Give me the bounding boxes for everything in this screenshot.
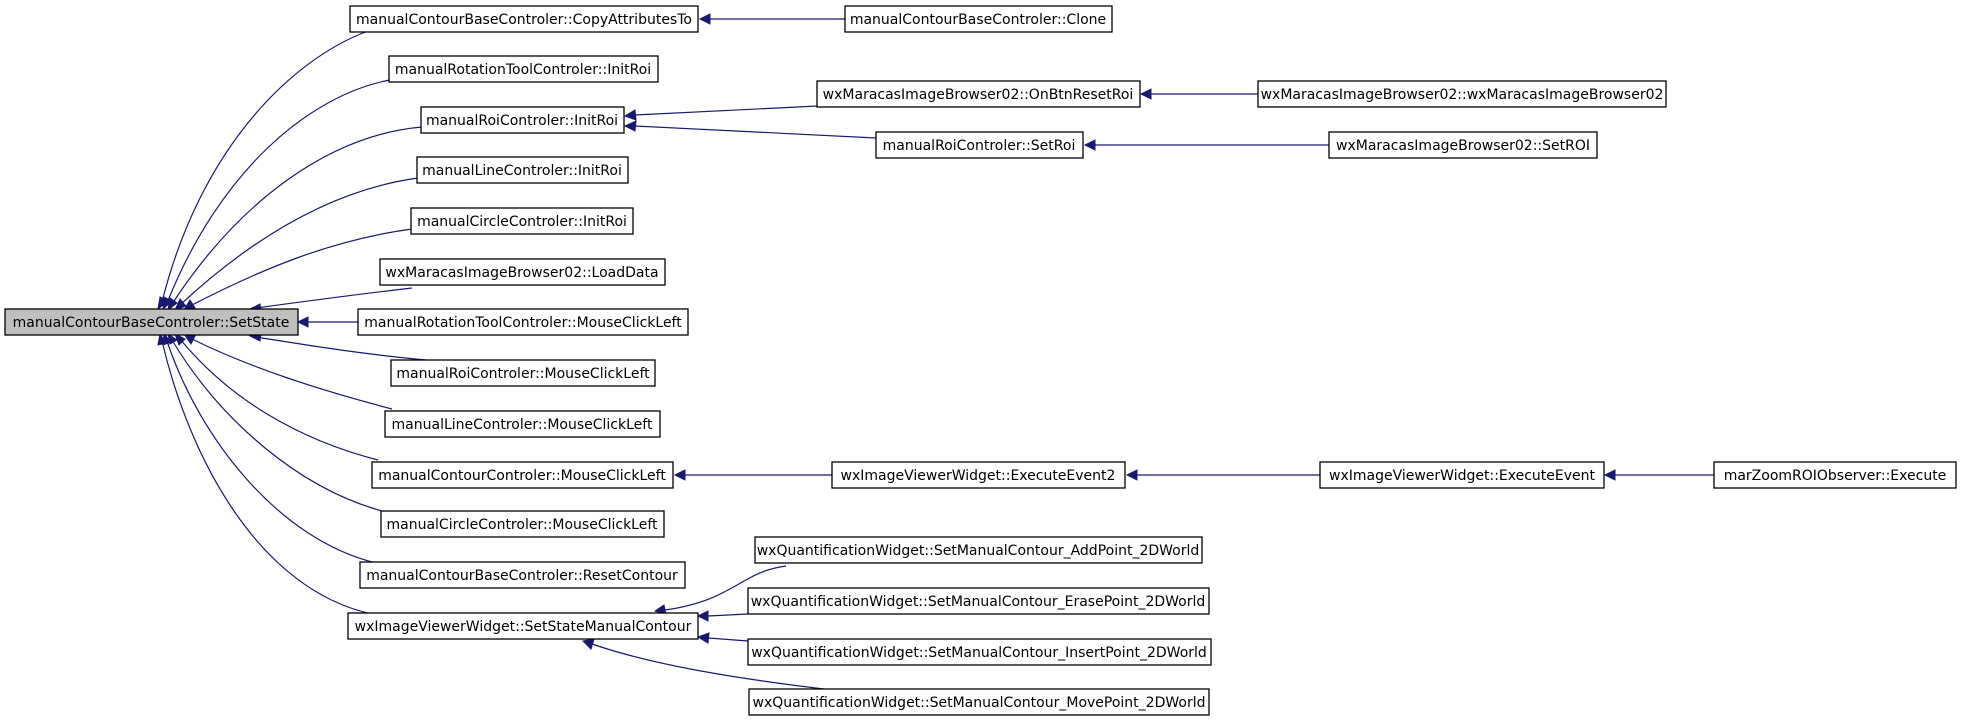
edge-addpoint-to-setstatemanual bbox=[664, 565, 787, 611]
arrowhead bbox=[174, 298, 187, 311]
edge-setstatemanual-to-setstate bbox=[161, 340, 373, 615]
edge-roi-mouse-to-setstate bbox=[255, 336, 427, 361]
node-circle-initroi[interactable]: manualCircleControler::InitRoi bbox=[410, 207, 634, 235]
arrowhead bbox=[1139, 88, 1152, 100]
nodes: manualContourBaseControler::SetState man… bbox=[4, 5, 1957, 716]
node-executeevent[interactable]: wxImageViewerWidget::ExecuteEvent bbox=[1319, 461, 1605, 489]
svg-text:wxQuantificationWidget::SetMan: wxQuantificationWidget::SetManualContour… bbox=[757, 543, 1200, 559]
svg-text:manualLineControler::MouseClic: manualLineControler::MouseClickLeft bbox=[392, 417, 653, 433]
edge-loaddata-to-setstate bbox=[255, 287, 413, 309]
node-line-mouse[interactable]: manualLineControler::MouseClickLeft bbox=[384, 410, 661, 438]
node-setstatemanualcontour[interactable]: wxImageViewerWidget::SetStateManualConto… bbox=[347, 612, 699, 640]
node-rotationtool-mouse[interactable]: manualRotationToolControler::MouseClickL… bbox=[357, 308, 689, 336]
arrowhead bbox=[296, 316, 309, 328]
node-onbtnresetroi[interactable]: wxMaracasImageBrowser02::OnBtnResetRoi bbox=[816, 80, 1141, 108]
node-insertpoint[interactable]: wxQuantificationWidget::SetManualContour… bbox=[747, 638, 1212, 666]
node-rotationtool-initroi[interactable]: manualRotationToolControler::InitRoi bbox=[388, 55, 659, 83]
node-loaddata[interactable]: wxMaracasImageBrowser02::LoadData bbox=[379, 258, 666, 286]
node-resetcontour[interactable]: manualContourBaseControler::ResetContour bbox=[359, 561, 686, 589]
svg-text:wxMaracasImageBrowser02::OnBtn: wxMaracasImageBrowser02::OnBtnResetRoi bbox=[823, 87, 1134, 103]
node-roi-initroi[interactable]: manualRoiControler::InitRoi bbox=[420, 106, 625, 134]
node-roi-setroi[interactable]: manualRoiControler::SetRoi bbox=[875, 131, 1084, 159]
arrowhead bbox=[698, 13, 711, 25]
arrowhead bbox=[581, 638, 595, 650]
svg-text:wxMaracasImageBrowser02::LoadD: wxMaracasImageBrowser02::LoadData bbox=[385, 265, 658, 281]
node-movepoint[interactable]: wxQuantificationWidget::SetManualContour… bbox=[748, 688, 1210, 716]
svg-text:wxMaracasImageBrowser02::wxMar: wxMaracasImageBrowser02::wxMaracasImageB… bbox=[1261, 87, 1664, 103]
arrowhead bbox=[167, 297, 178, 312]
arrowhead bbox=[623, 120, 637, 132]
svg-text:wxQuantificationWidget::SetMan: wxQuantificationWidget::SetManualContour… bbox=[751, 645, 1207, 661]
arrowhead bbox=[157, 332, 167, 346]
edge-onbtnresetroi-to-roi-initroi bbox=[634, 105, 819, 116]
node-circle-mouse[interactable]: manualCircleControler::MouseClickLeft bbox=[380, 510, 665, 538]
edge-circle-mouse-to-setstate bbox=[171, 339, 387, 513]
edge-line-initroi-to-setstate bbox=[179, 177, 419, 306]
svg-text:wxImageViewerWidget::ExecuteEv: wxImageViewerWidget::ExecuteEvent bbox=[1329, 468, 1596, 484]
node-copyattributesto[interactable]: manualContourBaseControler::CopyAttribut… bbox=[349, 5, 699, 33]
arrowhead bbox=[1083, 139, 1096, 151]
svg-text:wxImageViewerWidget::ExecuteEv: wxImageViewerWidget::ExecuteEvent2 bbox=[841, 468, 1116, 484]
node-root-setstate[interactable]: manualContourBaseControler::SetState bbox=[4, 308, 299, 336]
svg-text:manualContourControler::MouseC: manualContourControler::MouseClickLeft bbox=[378, 468, 666, 484]
svg-text:wxImageViewerWidget::SetStateM: wxImageViewerWidget::SetStateManualConto… bbox=[355, 619, 692, 635]
svg-text:manualLineControler::InitRoi: manualLineControler::InitRoi bbox=[422, 163, 622, 179]
svg-text:manualRoiControler::InitRoi: manualRoiControler::InitRoi bbox=[426, 113, 618, 129]
arrowhead bbox=[1603, 469, 1616, 481]
svg-text:manualRoiControler::SetRoi: manualRoiControler::SetRoi bbox=[883, 138, 1076, 154]
svg-text:manualContourBaseControler::Co: manualContourBaseControler::CopyAttribut… bbox=[356, 12, 692, 28]
edge-insertpoint-to-setstatemanual bbox=[707, 637, 749, 642]
node-executeevent2[interactable]: wxImageViewerWidget::ExecuteEvent2 bbox=[831, 461, 1126, 489]
svg-text:manualCircleControler::InitRoi: manualCircleControler::InitRoi bbox=[417, 214, 627, 230]
edge-erasepoint-to-setstatemanual bbox=[707, 613, 749, 617]
node-contour-mouse[interactable]: manualContourControler::MouseClickLeft bbox=[371, 461, 674, 489]
edge-resetcontour-to-setstate bbox=[166, 340, 377, 564]
node-roi-mouse[interactable]: manualRoiControler::MouseClickLeft bbox=[390, 359, 656, 387]
edge-copyattributesto-to-setstate bbox=[161, 30, 369, 303]
arrowhead bbox=[1125, 469, 1138, 481]
node-line-initroi[interactable]: manualLineControler::InitRoi bbox=[416, 156, 629, 184]
svg-text:manualContourBaseControler::Cl: manualContourBaseControler::Clone bbox=[850, 12, 1106, 28]
node-addpoint[interactable]: wxQuantificationWidget::SetManualContour… bbox=[754, 536, 1203, 564]
arrowhead bbox=[696, 632, 710, 644]
svg-text:manualRotationToolControler::M: manualRotationToolControler::MouseClickL… bbox=[364, 315, 682, 331]
arrowhead bbox=[696, 610, 709, 622]
svg-text:manualRoiControler::MouseClick: manualRoiControler::MouseClickLeft bbox=[396, 366, 650, 382]
node-clone[interactable]: manualContourBaseControler::Clone bbox=[844, 5, 1113, 33]
edge-rotationtool-initroi-to-setstate bbox=[166, 79, 391, 304]
edge-circle-initroi-to-setstate bbox=[189, 228, 413, 307]
svg-text:wxQuantificationWidget::SetMan: wxQuantificationWidget::SetManualContour… bbox=[751, 594, 1206, 610]
node-browser-ctor[interactable]: wxMaracasImageBrowser02::wxMaracasImageB… bbox=[1257, 80, 1667, 108]
svg-text:manualContourBaseControler::Re: manualContourBaseControler::ResetContour bbox=[366, 568, 678, 584]
edge-line-mouse-to-setstate bbox=[189, 337, 393, 410]
edge-setroi-to-roi-initroi bbox=[634, 125, 877, 139]
node-browser-setroi[interactable]: wxMaracasImageBrowser02::SetROI bbox=[1328, 131, 1598, 159]
svg-text:manualCircleControler::MouseCl: manualCircleControler::MouseClickLeft bbox=[386, 517, 658, 533]
svg-text:manualRotationToolControler::I: manualRotationToolControler::InitRoi bbox=[395, 62, 651, 78]
arrowhead bbox=[623, 109, 637, 121]
edge-roi-initroi-to-setstate bbox=[171, 126, 423, 305]
node-erasepoint[interactable]: wxQuantificationWidget::SetManualContour… bbox=[747, 587, 1210, 615]
node-zoom-execute[interactable]: marZoomROIObserver::Execute bbox=[1713, 461, 1957, 489]
arrowhead bbox=[673, 469, 686, 481]
svg-text:wxQuantificationWidget::SetMan: wxQuantificationWidget::SetManualContour… bbox=[753, 695, 1206, 711]
edge-movepoint-to-setstatemanual bbox=[591, 643, 833, 691]
svg-text:marZoomROIObserver::Execute: marZoomROIObserver::Execute bbox=[1724, 468, 1947, 484]
svg-text:wxMaracasImageBrowser02::SetRO: wxMaracasImageBrowser02::SetROI bbox=[1336, 138, 1590, 154]
svg-text:manualContourBaseControler::Se: manualContourBaseControler::SetState bbox=[13, 315, 290, 331]
edge-contour-mouse-to-setstate bbox=[179, 338, 379, 461]
